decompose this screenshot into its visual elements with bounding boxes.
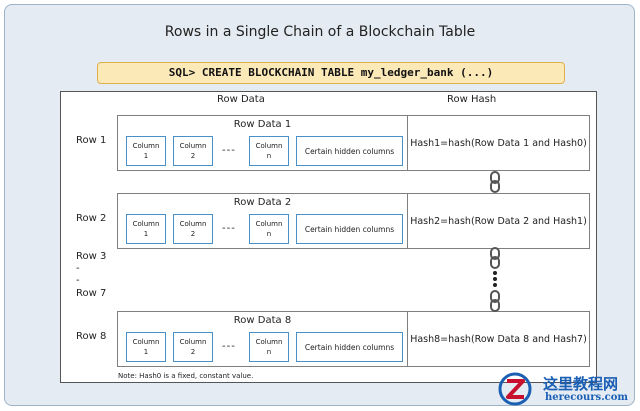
hidden-columns-box: Certain hidden columns [296, 214, 403, 244]
chain-link-icon [490, 171, 500, 193]
column-ellipsis: --- [222, 341, 236, 352]
row-data-title: Row Data 1 [233, 119, 292, 130]
row-range-dash: - [76, 263, 80, 274]
ellipsis-dots-icon [493, 271, 497, 287]
diagram-title: Rows in a Single Chain of a Blockchain T… [164, 24, 476, 40]
sql-statement: SQL> CREATE BLOCKCHAIN TABLE my_ledger_b… [97, 62, 565, 84]
row-hash-cell: Hash8=hash(Row Data 8 and Hash7) [408, 311, 590, 367]
row-label: Row 2 [76, 213, 107, 224]
z-logo-icon [498, 372, 532, 406]
footnote: Note: Hash0 is a fixed, constant value. [118, 372, 254, 380]
hidden-columns-box: Certain hidden columns [296, 136, 403, 166]
hidden-columns-box: Certain hidden columns [296, 332, 403, 362]
watermark-name: 这里教程网 [543, 375, 619, 393]
row-hash-cell: Hash1=hash(Row Data 1 and Hash0) [408, 115, 590, 171]
column-ellipsis: --- [222, 223, 236, 234]
watermark: 这里教程网 herecours.com [493, 371, 635, 407]
chain-link-icon [490, 247, 500, 269]
row-label: Row 8 [76, 331, 107, 342]
row-range-start: Row 3 [76, 251, 107, 262]
row-data-title: Row Data 2 [233, 197, 292, 208]
watermark-url: herecours.com [545, 392, 629, 403]
row-label: Row 1 [76, 135, 107, 146]
row-data-title: Row Data 8 [233, 315, 292, 326]
row-hash-header: Row Hash [447, 94, 497, 105]
row-range-end: Row 7 [76, 288, 107, 299]
chain-link-icon [490, 290, 500, 312]
row-range-dash: - [76, 275, 80, 286]
column-ellipsis: --- [222, 145, 236, 156]
row-hash-cell: Hash2=hash(Row Data 2 and Hash1) [408, 193, 590, 249]
row-data-header: Row Data [217, 94, 265, 105]
